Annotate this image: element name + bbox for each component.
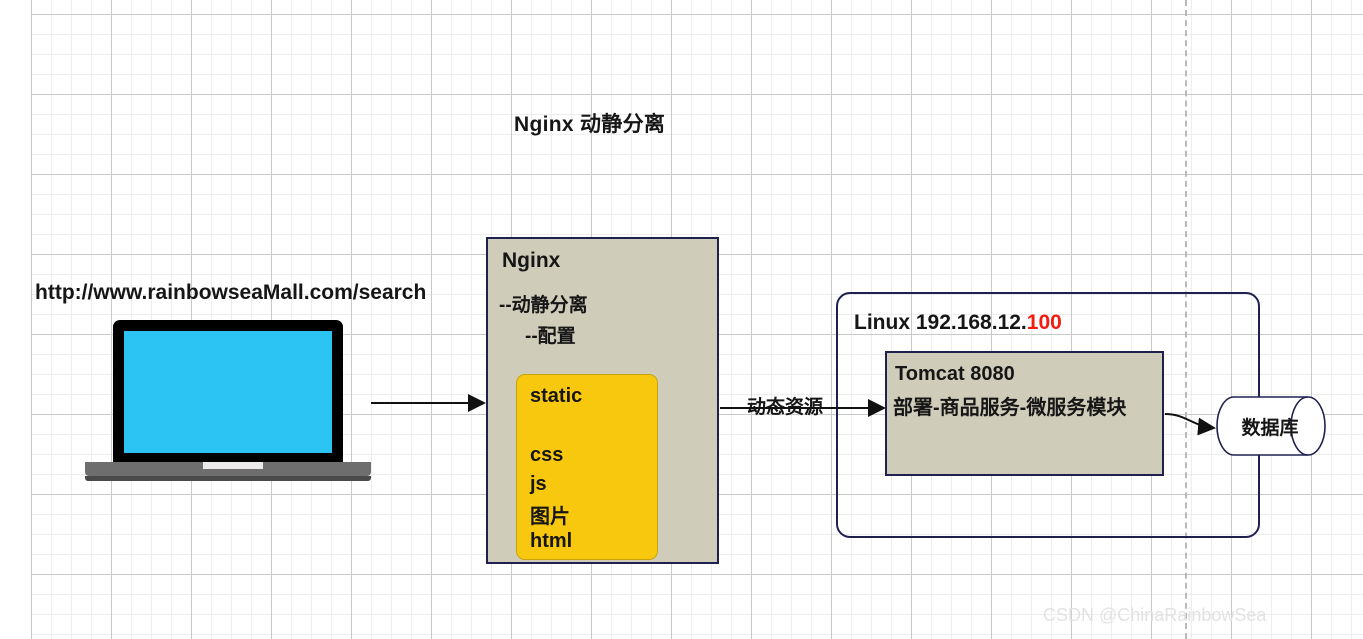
static-resources-block: static css js 图片 html <box>516 374 658 560</box>
linux-host-label: Linux 192.168.12.100 <box>854 311 1062 335</box>
left-gutter <box>0 0 31 639</box>
tomcat-description: 部署-商品服务-微服务模块 <box>893 397 1127 419</box>
static-item-images: 图片 <box>530 506 570 528</box>
static-item-html: html <box>530 530 573 552</box>
laptop-icon <box>85 320 371 482</box>
laptop-base <box>85 462 371 476</box>
database-cylinder-icon <box>1216 396 1326 456</box>
static-item-js: js <box>530 473 547 495</box>
nginx-line-1: --动静分离 <box>499 295 588 316</box>
linux-host-octet: 100 <box>1026 311 1062 334</box>
nginx-node: Nginx --动静分离 --配置 static css js 图片 html <box>486 237 719 564</box>
laptop-screen <box>124 331 332 453</box>
laptop-trackpad-notch <box>203 462 263 469</box>
watermark: CSDN @ChinaRainbowSea <box>1043 605 1267 625</box>
page-title: Nginx 动静分离 <box>514 113 666 136</box>
tomcat-heading: Tomcat 8080 <box>895 363 1015 385</box>
laptop-lid <box>113 320 343 462</box>
database-label: 数据库 <box>1241 418 1299 439</box>
page-boundary-dashed-line <box>1185 0 1187 639</box>
nginx-line-2: --配置 <box>525 326 576 347</box>
linux-host-prefix: Linux 192.168.12. <box>854 311 1027 334</box>
laptop-shadow <box>85 476 371 481</box>
database-node: 数据库 <box>1216 396 1330 456</box>
nginx-heading: Nginx <box>502 249 561 272</box>
client-url-label: http://www.rainbowseaMall.com/search <box>35 281 427 304</box>
dynamic-resource-label: 动态资源 <box>747 397 824 418</box>
static-heading: static <box>530 385 583 407</box>
static-item-css: css <box>530 444 564 466</box>
tomcat-node: Tomcat 8080 部署-商品服务-微服务模块 <box>885 351 1164 476</box>
